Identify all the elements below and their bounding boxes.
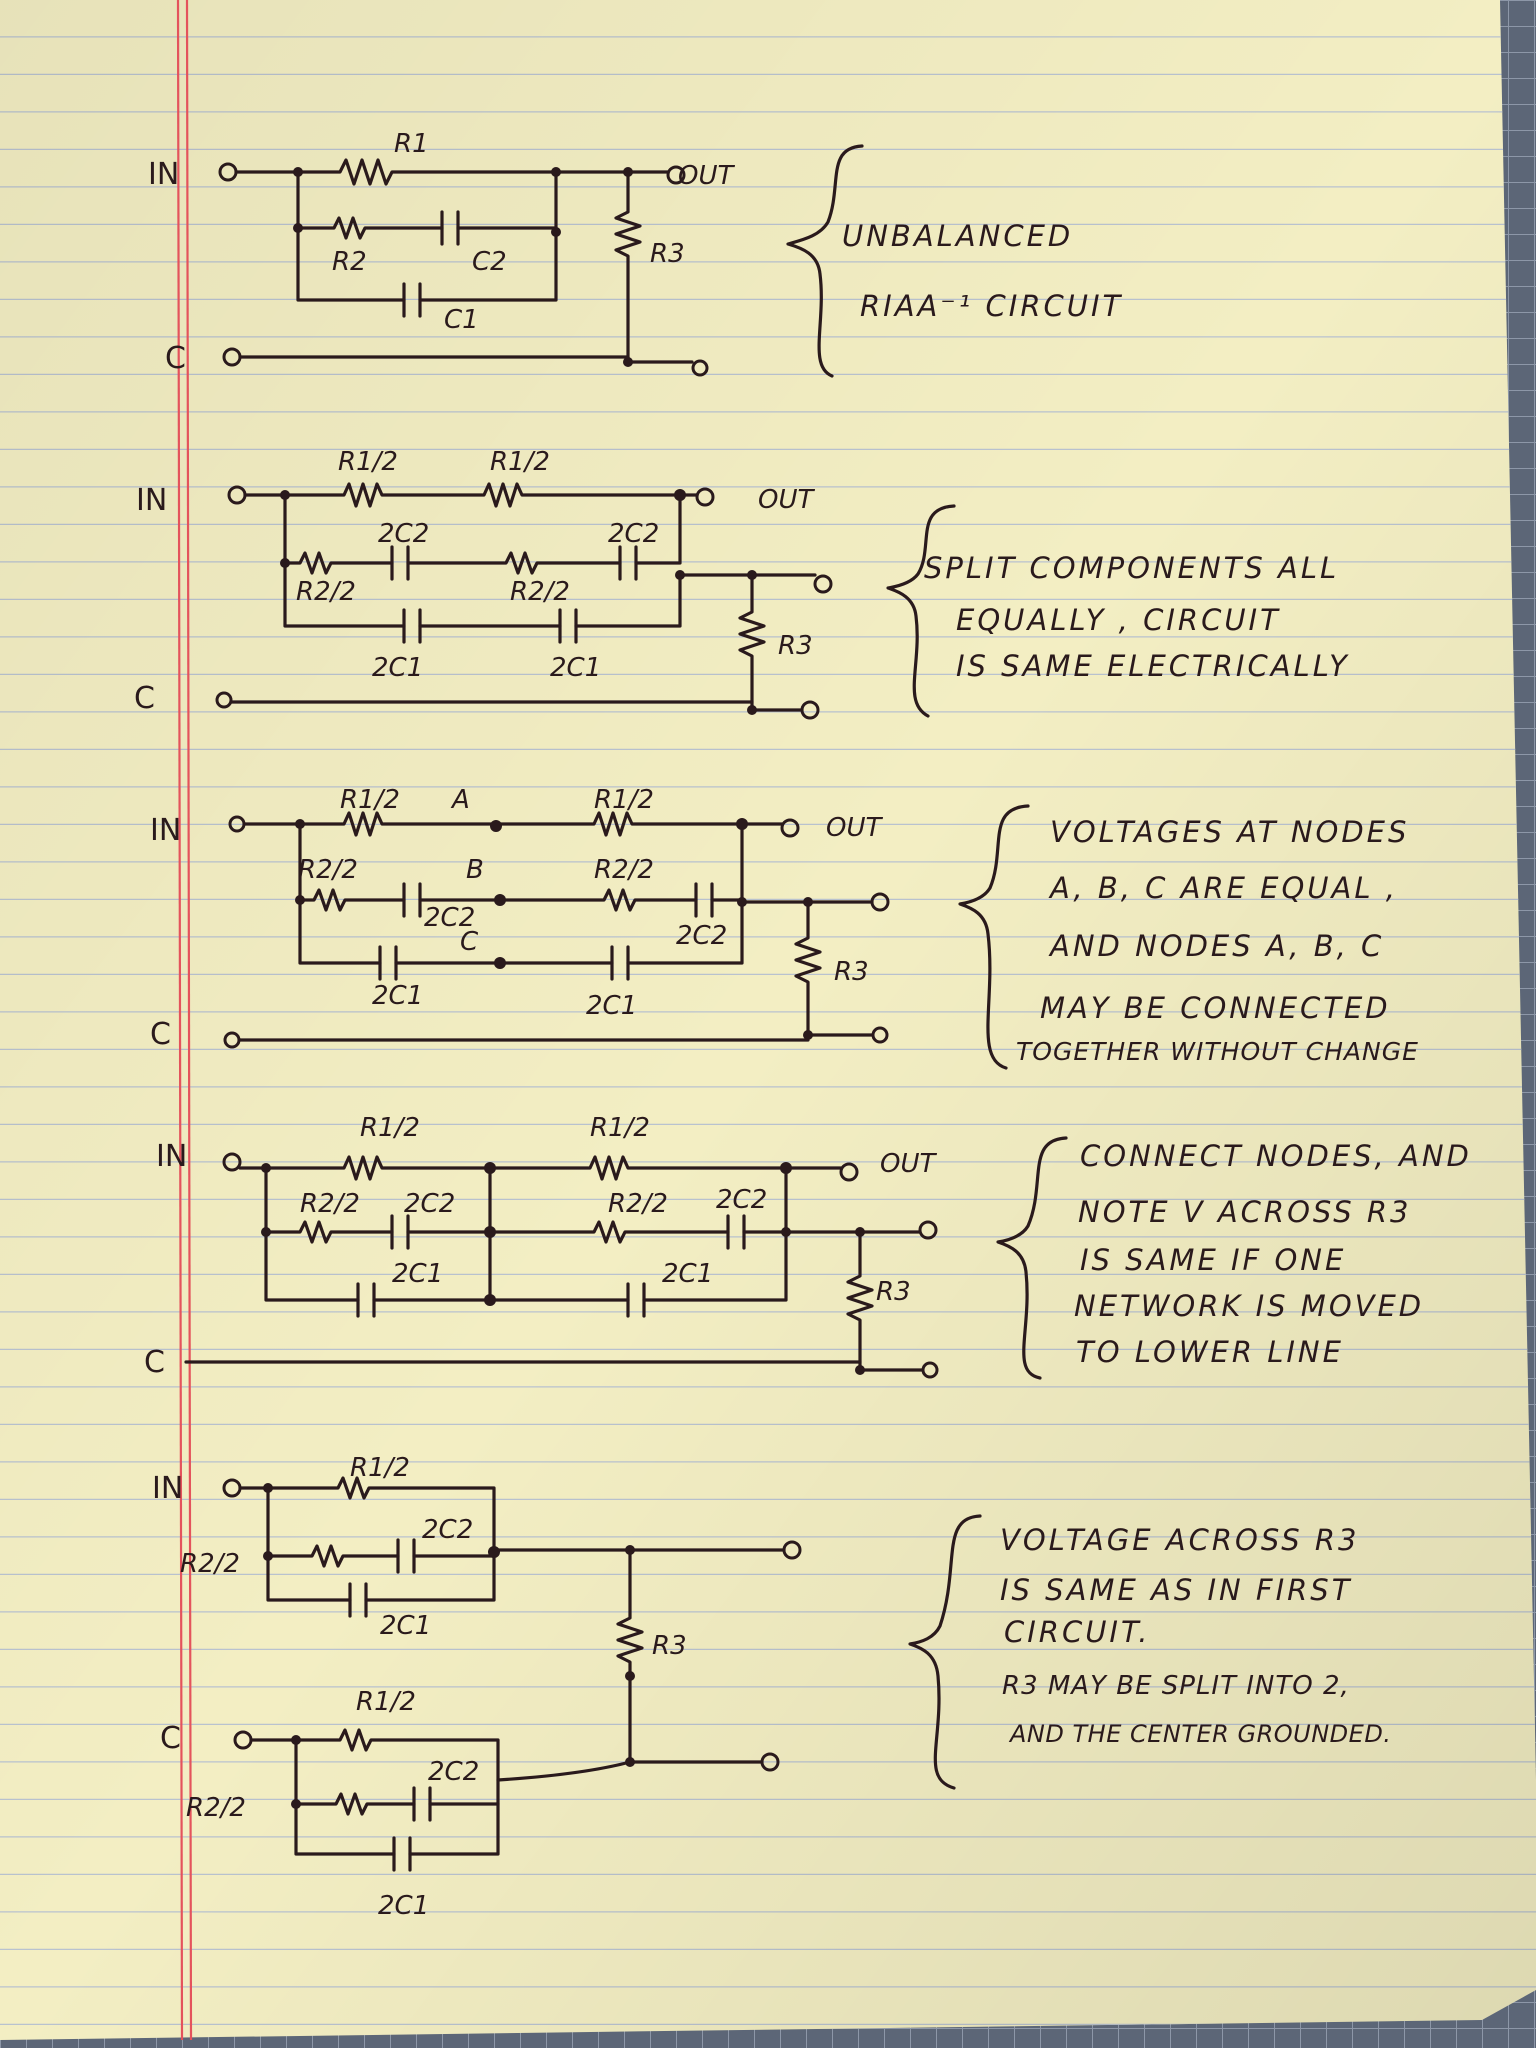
- r1-half-label: R1/2: [594, 785, 654, 815]
- terminal-common-label: C: [134, 681, 155, 716]
- r2-half-label: R2/2: [594, 855, 654, 885]
- note-line: UNBALANCED: [842, 219, 1073, 253]
- r3-label: R3: [652, 1631, 687, 1661]
- 2c1-label: 2C1: [372, 653, 423, 683]
- note-line: RIAA⁻¹ CIRCUIT: [860, 289, 1123, 323]
- 2c1-label: 2C1: [380, 1611, 431, 1641]
- note-line: VOLTAGES AT NODES: [1050, 815, 1409, 849]
- note-line: IS SAME IF ONE: [1080, 1243, 1346, 1277]
- terminal-out-label: OUT: [826, 813, 883, 843]
- terminal-common-label: C: [165, 341, 186, 376]
- 2c2-label: 2C2: [404, 1189, 455, 1219]
- diagram-1: IN C OUT R1 R2 C2 R3 C1 UNBALANCED RIAA⁻…: [148, 129, 1123, 378]
- note-line: EQUALLY , CIRCUIT: [956, 603, 1281, 637]
- r1-half-label: R1/2: [360, 1113, 420, 1143]
- terminal-out-label: OUT: [880, 1149, 937, 1179]
- r1-label: R1: [394, 129, 429, 159]
- 2c1-label: 2C1: [392, 1259, 443, 1289]
- node-c-label: C: [460, 927, 479, 957]
- 2c2-label: 2C2: [716, 1185, 767, 1215]
- 2c1-label: 2C1: [662, 1259, 713, 1289]
- 2c2-label: 2C2: [428, 1757, 479, 1787]
- terminal-common-label: C: [144, 1345, 165, 1380]
- note-line: SPLIT COMPONENTS ALL: [924, 551, 1339, 585]
- 2c1-label: 2C1: [586, 991, 637, 1021]
- r1-half-label: R1/2: [340, 785, 400, 815]
- r3-label: R3: [876, 1277, 911, 1307]
- r2-half-label: R2/2: [296, 577, 356, 607]
- terminal-in-label: IN: [148, 157, 179, 192]
- terminal-in-label: IN: [156, 1139, 187, 1174]
- r3-label: R3: [778, 631, 813, 661]
- note-line: IS SAME AS IN FIRST: [1000, 1573, 1352, 1607]
- note-line: A, B, C ARE EQUAL ,: [1048, 871, 1398, 905]
- r3-label: R3: [650, 239, 685, 269]
- 2c2-label: 2C2: [424, 903, 475, 933]
- terminal-out-label: OUT: [758, 485, 815, 515]
- c2-label: C2: [472, 247, 507, 277]
- note-line: CIRCUIT.: [1004, 1615, 1150, 1649]
- note-line: TO LOWER LINE: [1076, 1335, 1344, 1369]
- note-line: IS SAME ELECTRICALLY: [956, 649, 1350, 683]
- node-a-label: A: [450, 785, 470, 815]
- r2-half-label: R2/2: [510, 577, 570, 607]
- note-line: AND NODES A, B, C: [1048, 929, 1384, 963]
- note-line: VOLTAGE ACROSS R3: [1000, 1523, 1359, 1557]
- r1-half-label: R1/2: [490, 447, 550, 477]
- r2-half-label: R2/2: [180, 1549, 240, 1579]
- 2c2-label: 2C2: [608, 519, 659, 549]
- r1-half-label: R1/2: [338, 447, 398, 477]
- terminal-common-label: C: [160, 1721, 181, 1756]
- r1-half-label: R1/2: [350, 1453, 410, 1483]
- r1-half-label: R1/2: [590, 1113, 650, 1143]
- diagram-5: IN C R1/2 R2/2 2C2 2C1 R3 R1/2 R2/2 2C2: [152, 1453, 1391, 1921]
- note-line: AND THE CENTER GROUNDED.: [1008, 1720, 1391, 1748]
- diagram-2: IN C OUT R1/2 R1/2 2C2 2C2 R2/2 R2/2 2C1…: [134, 447, 1350, 720]
- r3-label: R3: [834, 957, 869, 987]
- r2-half-label: R2/2: [608, 1189, 668, 1219]
- margin-line: [176, 0, 184, 2041]
- diagram-4: IN C OUT R1/2 R1/2 R2/2 2C2 R2/2 2C2 2C1…: [144, 1113, 1472, 1380]
- r2-half-label: R2/2: [186, 1793, 246, 1823]
- note-line: MAY BE CONNECTED: [1040, 991, 1391, 1025]
- terminal-out-label: OUT: [678, 161, 735, 191]
- note-line: R3 MAY BE SPLIT INTO 2,: [1002, 1671, 1350, 1701]
- c1-label: C1: [444, 305, 479, 335]
- r1-half-label: R1/2: [356, 1687, 416, 1717]
- terminal-common-label: C: [150, 1017, 171, 1052]
- margin-line: [185, 0, 193, 2041]
- 2c1-label: 2C1: [550, 653, 601, 683]
- note-line: NETWORK IS MOVED: [1074, 1289, 1424, 1323]
- terminal-in-label: IN: [136, 483, 167, 518]
- r2-label: R2: [332, 247, 367, 277]
- 2c2-label: 2C2: [676, 921, 727, 951]
- terminal-in-label: IN: [150, 813, 181, 848]
- note-line: TOGETHER WITHOUT CHANGE: [1016, 1037, 1419, 1066]
- 2c2-label: 2C2: [378, 519, 429, 549]
- 2c2-label: 2C2: [422, 1515, 473, 1545]
- 2c1-label: 2C1: [372, 981, 423, 1011]
- 2c1-label: 2C1: [378, 1891, 429, 1921]
- diagram-3: IN C OUT R1/2 R1/2 A R2/2 R2/2 B 2C2 2C2…: [150, 785, 1419, 1070]
- r2-half-label: R2/2: [300, 1189, 360, 1219]
- note-line: NOTE V ACROSS R3: [1078, 1195, 1412, 1229]
- node-b-label: B: [466, 855, 484, 885]
- terminal-in-label: IN: [152, 1471, 183, 1506]
- note-line: CONNECT NODES, AND: [1080, 1139, 1472, 1173]
- r2-half-label: R2/2: [298, 855, 358, 885]
